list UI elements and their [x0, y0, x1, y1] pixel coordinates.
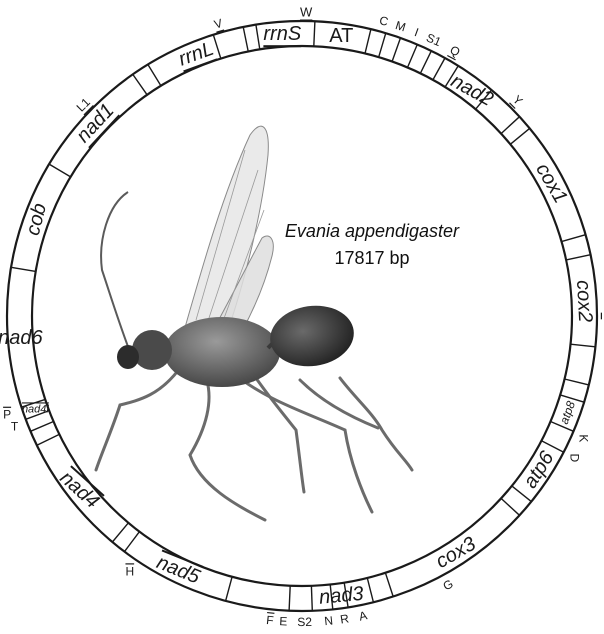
wasp-illustration: [96, 126, 412, 520]
segment-boundary-13: [510, 128, 529, 144]
gene-label-atp8: atp8: [557, 399, 578, 426]
trna-label-i: I: [413, 25, 421, 39]
trna-label-h: H: [125, 564, 134, 578]
segment-boundary-3: [314, 21, 315, 46]
segment-boundary-23: [385, 573, 393, 597]
segment-boundary-5: [379, 33, 386, 57]
trna-label-d: D: [567, 453, 581, 462]
gene-label-cob: cob: [22, 201, 51, 238]
trna-label-w: W: [300, 5, 313, 20]
gene-label-rrns: rrnS: [263, 23, 301, 45]
gene-label-at: AT: [329, 25, 353, 47]
segment-boundary-4: [365, 29, 371, 53]
wasp-head: [132, 330, 172, 370]
wasp-eye: [117, 345, 139, 369]
gene-label-rrnl: rrnL: [176, 38, 217, 71]
trna-label-p: P: [3, 408, 11, 422]
trna-label-n: N: [324, 613, 334, 628]
trna-label-c: C: [378, 13, 390, 29]
segment-boundary-37: [49, 164, 71, 177]
segment-boundary-7: [408, 45, 418, 68]
segment-boundary-32: [37, 434, 59, 445]
trna-label-f: F: [266, 613, 275, 628]
segment-boundary-22: [501, 498, 519, 515]
trna-label-r: R: [339, 611, 350, 626]
trna-label-a: A: [358, 608, 369, 623]
segment-boundary-16: [571, 344, 596, 347]
segment-boundary-39: [148, 65, 161, 86]
segment-boundary-9: [433, 58, 445, 80]
gene-label-nad6: nad6: [0, 327, 44, 349]
trna-label-t: T: [11, 419, 19, 433]
segment-boundary-12: [501, 117, 519, 134]
species-title: Evania appendigaster: [285, 221, 460, 241]
segment-boundary-31: [112, 523, 128, 542]
segment-boundary-2: [256, 25, 260, 50]
segment-boundary-14: [562, 235, 586, 242]
gene-label-nad3: nad3: [318, 583, 364, 609]
wasp-gaster: [266, 300, 358, 371]
wasp-antenna: [101, 192, 130, 352]
trna-label-v: V: [212, 16, 224, 32]
wasp-thorax: [164, 317, 280, 387]
segment-boundary-29: [226, 577, 233, 601]
trna-label-s2: S2: [297, 615, 312, 629]
wasp-leg-6: [300, 380, 378, 428]
segment-boundary-15: [566, 255, 591, 260]
wasp-leg-4: [245, 362, 304, 492]
segment-boundary-30: [125, 532, 140, 552]
trna-label-g: G: [440, 577, 455, 594]
segment-boundary-20: [542, 441, 564, 453]
segment-boundary-6: [392, 38, 400, 62]
segment-boundary-40: [243, 27, 248, 52]
segment-boundary-17: [565, 379, 589, 385]
segment-boundary-21: [512, 486, 532, 502]
segment-boundary-38: [133, 74, 147, 94]
gene-label-cox2: cox2: [572, 280, 596, 323]
segment-boundary-27: [311, 586, 312, 611]
trna-label-q: Q: [448, 43, 463, 60]
segment-boundary-24: [367, 578, 373, 602]
segment-boundary-28: [289, 586, 290, 611]
genome-size: 17817 bp: [334, 248, 409, 268]
segment-boundary-8: [420, 51, 431, 73]
wasp-leg-1: [96, 368, 180, 470]
wasp-leg-2: [190, 375, 265, 520]
trna-label-y: Y: [510, 93, 526, 109]
trna-label-m: M: [394, 18, 408, 34]
trna-label-s1: S1: [424, 30, 443, 49]
segment-boundary-33: [31, 422, 54, 432]
trna-label-k: K: [577, 434, 591, 442]
gene-label-nad4l: nad4l: [22, 403, 49, 415]
segment-boundary-36: [11, 267, 36, 271]
trna-label-e: E: [279, 614, 288, 628]
